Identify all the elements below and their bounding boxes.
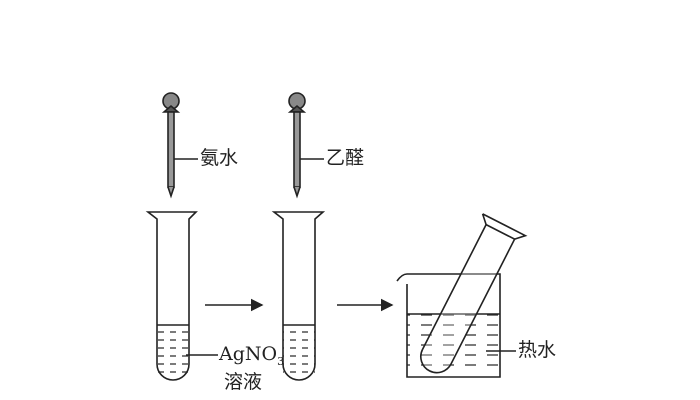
label-hot-water: 热水 — [518, 339, 557, 361]
tilted-test-tube — [420, 213, 528, 374]
label-ammonia: 氨水 — [200, 147, 239, 169]
label-silver-nitrate: AgNO3 — [219, 343, 285, 368]
dropper-acetaldehyde — [287, 92, 324, 199]
test-tube-1 — [145, 211, 218, 381]
label-solution: 溶液 — [224, 371, 263, 393]
dropper-ammonia — [161, 92, 198, 199]
label-acetaldehyde: 乙醛 — [326, 147, 365, 169]
test-tube-2 — [271, 211, 326, 381]
